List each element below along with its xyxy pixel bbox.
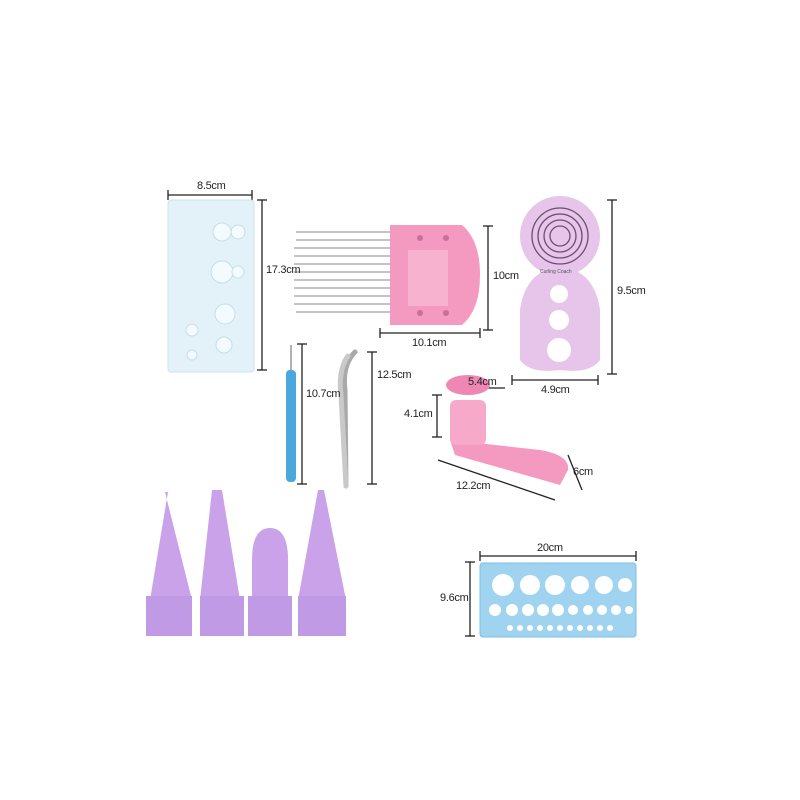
dimension-label: 9.6cm: [440, 592, 469, 604]
dimension-label: 4.1cm: [404, 408, 433, 420]
crimper-comb: [294, 225, 480, 325]
dimension-label: 12.2cm: [456, 480, 491, 492]
dimension-label: 10.7cm: [306, 388, 341, 400]
dimension-label: 4.9cm: [541, 384, 570, 396]
border-buddy-towers: [146, 490, 346, 636]
dimension-label: 10cm: [493, 270, 519, 282]
dimension-label: 12.5cm: [377, 369, 412, 381]
tweezers: [337, 349, 358, 489]
curling-coach-text: Curling Coach: [540, 269, 572, 275]
dimension-label: 10.1cm: [412, 337, 447, 349]
dimension-lines: [167, 190, 637, 637]
quilling-template-board: [167, 199, 255, 373]
curling-coach: [520, 196, 600, 371]
dimension-label: 5.4cm: [468, 376, 497, 388]
dimension-label: 20cm: [537, 542, 563, 554]
dimension-label: 8.5cm: [197, 180, 226, 192]
slotted-tool: [286, 345, 296, 482]
dimension-label: 6cm: [573, 466, 593, 478]
circle-ruler: [479, 562, 637, 638]
shaper-work-station: [446, 375, 569, 485]
dimension-label: 17.3cm: [266, 264, 301, 276]
dimension-label: 9.5cm: [617, 285, 646, 297]
